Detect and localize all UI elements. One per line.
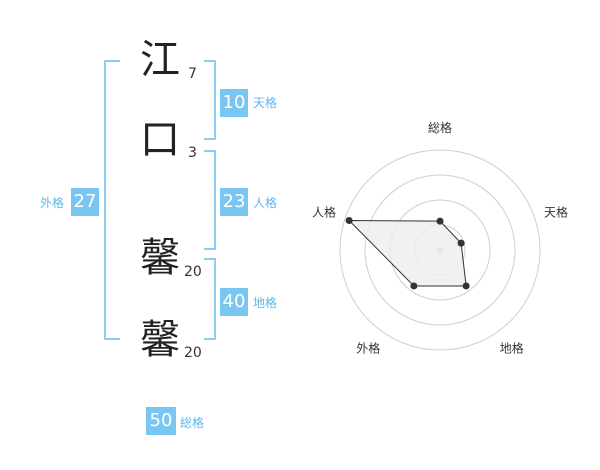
radar-axis-label-1: 天格 [544,204,568,219]
tenkaku-bracket [204,60,216,140]
radar-axis-label-3: 外格 [356,341,380,356]
radar-polygon [347,219,467,287]
jinkaku-label: 人格 [253,196,278,210]
stroke-count-3: 20 [184,264,202,280]
radar-ring-3 [364,174,516,326]
radar-point-4 [345,216,353,224]
kanji-char-3: 馨 [140,235,180,281]
kanji-char-2: 口 [140,117,180,163]
chikaku-label: 地格 [253,296,278,310]
radar-axis-label-0: 総格 [428,120,452,135]
jinkaku-bracket [204,150,216,250]
radar-point-2 [462,282,470,290]
radar-point-3 [410,282,418,290]
radar-ring-4 [339,149,541,351]
gaikaku-label: 外格 [40,196,65,210]
kanji-char-1: 江 [140,37,180,83]
gaikaku-bracket [104,60,120,340]
stroke-count-4: 20 [184,345,202,361]
radar-axis-label-2: 地格 [500,341,524,356]
chikaku-bracket [204,258,216,340]
radar-rings [339,149,541,351]
gaikaku-score: 27 [71,188,99,216]
radar-point-1 [457,239,465,247]
radar-series [345,216,470,290]
soukaku-score: 50 [146,407,176,435]
stroke-count-1: 7 [188,66,197,82]
tenkaku-score: 10 [220,89,248,117]
soukaku-label: 総格 [180,416,205,430]
radar-axis-label-4: 人格 [312,204,336,219]
kanji-char-4: 馨 [140,317,180,363]
stroke-count-2: 3 [188,145,197,161]
tenkaku-label: 天格 [253,96,278,110]
radar-point-0 [436,217,444,225]
jinkaku-score: 23 [220,188,248,216]
chikaku-score: 40 [220,288,248,316]
